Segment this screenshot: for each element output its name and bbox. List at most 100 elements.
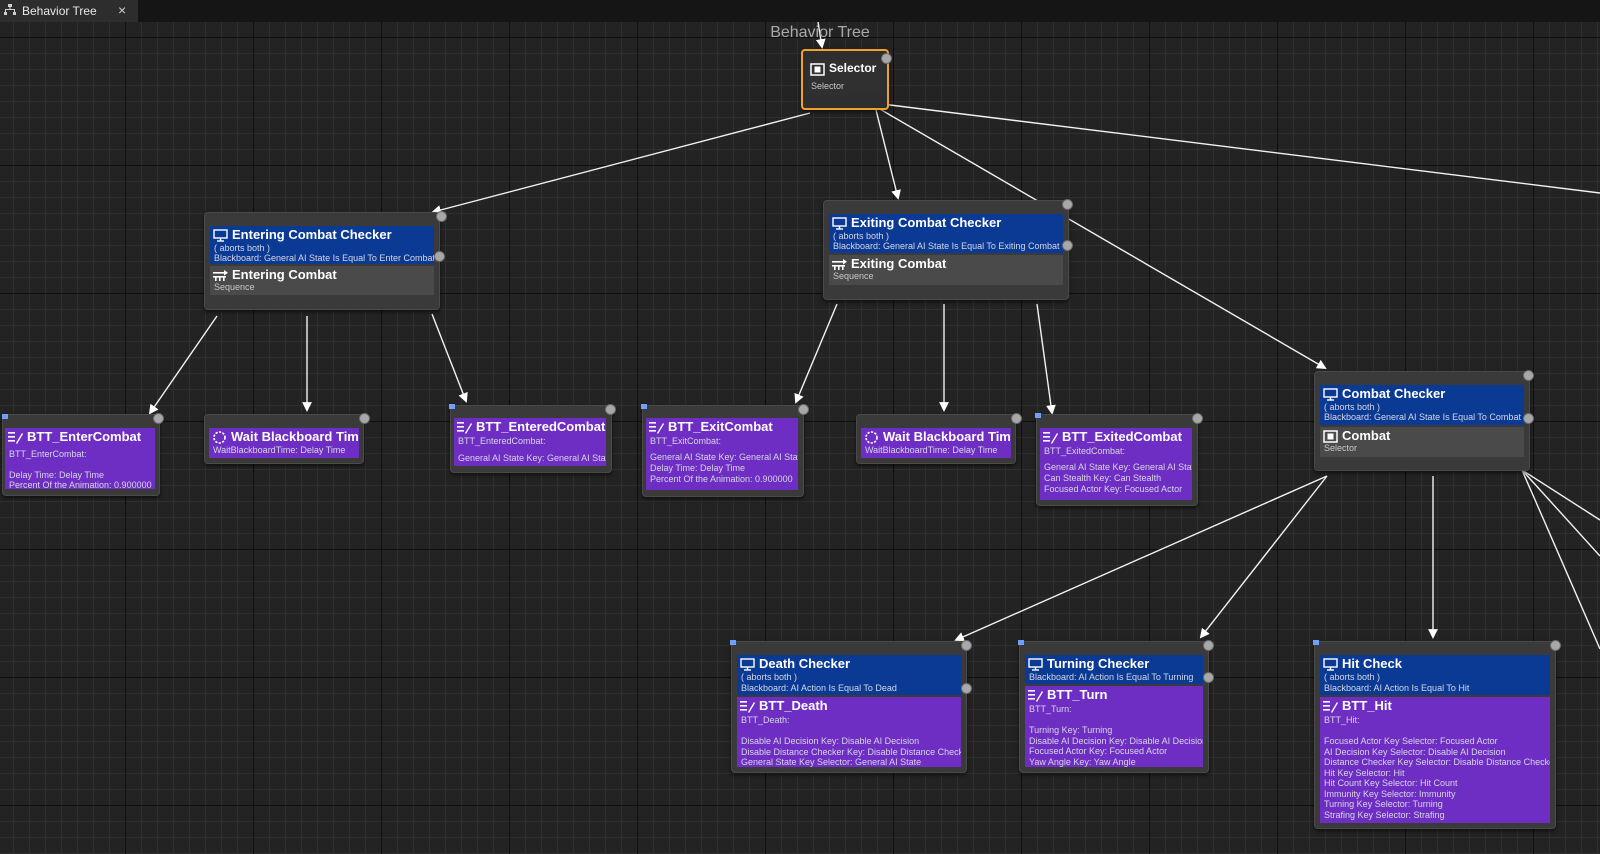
btt-exitedcombat-task[interactable]: BTT_ExitedCombat BTT_ExitedCombat: Gener… <box>1040 428 1192 500</box>
task-line: Focused Actor Key Selector: Focused Acto… <box>1324 736 1498 746</box>
death-node[interactable]: Death Checker ( aborts both ) Blackboard… <box>730 640 972 773</box>
exiting-combat-node[interactable]: Exiting Combat Checker ( aborts both ) B… <box>823 199 1073 300</box>
task-line: BTT_Hit: <box>1324 715 1360 725</box>
node-marker <box>2 414 8 419</box>
wait-icon <box>865 431 878 444</box>
task-line: Hit Key Selector: Hit <box>1324 768 1405 778</box>
output-pin[interactable] <box>881 53 892 64</box>
output-pin[interactable] <box>605 404 616 415</box>
node-title: Selector <box>829 61 877 75</box>
blackboard-decorator-icon <box>1028 658 1043 671</box>
task-line: Delay Time: Delay Time <box>9 470 105 480</box>
btt-exitcombat-task[interactable]: BTT_ExitCombat BTT_ExitCombat: General A… <box>646 418 798 490</box>
task-title: BTT_Turn <box>1047 687 1108 702</box>
decorator-pin[interactable] <box>1523 413 1534 424</box>
composite-subtitle: Sequence <box>833 271 874 281</box>
task-line: General State Key Selector: General AI S… <box>741 757 922 767</box>
decorator-pin[interactable] <box>1203 672 1214 683</box>
decorator-aborts: ( aborts both ) <box>1324 672 1381 682</box>
tab-bar: Behavior Tree × <box>0 0 1600 23</box>
composite-title: Entering Combat <box>232 267 337 282</box>
output-pin[interactable] <box>1523 370 1534 381</box>
task-line: Focused Actor Key: Focused Actor <box>1044 484 1183 494</box>
task-title: BTT_Death <box>759 698 828 713</box>
btt-turn-task[interactable]: BTT_Turn BTT_Turn: Turning Key: Turning … <box>1025 686 1203 767</box>
combat-checker-decorator[interactable]: Combat Checker ( aborts both ) Blackboar… <box>1320 385 1524 425</box>
output-pin[interactable] <box>359 413 370 424</box>
btt-exitedcombat-node[interactable]: BTT_ExitedCombat BTT_ExitedCombat: Gener… <box>1035 413 1203 506</box>
decorator-aborts: ( aborts both ) <box>833 231 890 241</box>
decorator-title: Hit Check <box>1342 656 1402 671</box>
task-title: BTT_EnteredCombat <box>476 419 606 434</box>
turning-checker-decorator[interactable]: Turning Checker Blackboard: AI Action Is… <box>1025 655 1203 684</box>
composite-subtitle: Selector <box>1324 443 1358 453</box>
btt-enteredcombat-node[interactable]: BTT_EnteredCombat BTT_EnteredCombat: Gen… <box>449 404 616 473</box>
task-line: General AI State Key: General AI State <box>458 453 606 463</box>
entering-combat-checker-decorator[interactable]: Entering Combat Checker ( aborts both ) … <box>210 226 434 264</box>
decorator-blackboard: Blackboard: General AI State Is Equal To… <box>214 253 434 263</box>
behavior-tree-icon <box>4 4 16 15</box>
output-pin[interactable] <box>436 211 447 222</box>
node-marker <box>730 640 736 645</box>
output-pin[interactable] <box>798 404 809 415</box>
wait-blackboard-time-node-2[interactable]: Wait Blackboard Time WaitBlackboardTime:… <box>856 413 1022 464</box>
output-pin[interactable] <box>1192 413 1203 424</box>
decorator-title: Combat Checker <box>1342 386 1446 401</box>
btt-entercombat-node[interactable]: BTT_EnterCombat BTT_EnterCombat: Delay T… <box>2 413 164 496</box>
decorator-pin[interactable] <box>1062 240 1073 251</box>
exiting-combat-checker-decorator[interactable]: Exiting Combat Checker ( aborts both ) B… <box>829 214 1063 253</box>
decorator-title: Exiting Combat Checker <box>851 215 1002 230</box>
btt-death-task[interactable]: BTT_Death BTT_Death: Disable AI Decision… <box>737 697 961 767</box>
decorator-aborts: ( aborts both ) <box>1324 402 1381 412</box>
graph-title: Behavior Tree <box>770 24 870 41</box>
btt-entercombat-task[interactable]: BTT_EnterCombat BTT_EnterCombat: Delay T… <box>5 428 155 489</box>
task-line: WaitBlackboardTime: Delay Time <box>213 445 346 455</box>
root-selector-node[interactable]: Selector Selector <box>801 49 892 110</box>
task-line: Strafing Key Selector: Strafing <box>1324 810 1445 820</box>
blackboard-decorator-icon <box>832 217 847 230</box>
task-line: BTT_EnteredCombat: <box>458 436 546 446</box>
decorator-blackboard: Blackboard: General AI State Is Equal To… <box>1324 412 1521 422</box>
combat-selector[interactable]: Combat Selector <box>1320 427 1524 457</box>
task-title: Wait Blackboard Time <box>231 429 359 444</box>
output-pin[interactable] <box>1203 640 1214 651</box>
wait-blackboard-time-task[interactable]: Wait Blackboard Time WaitBlackboardTime:… <box>861 428 1011 458</box>
btt-hit-task[interactable]: BTT_Hit BTT_Hit: Focused Actor Key Selec… <box>1320 697 1550 823</box>
decorator-blackboard: Blackboard: AI Action Is Equal To Turnin… <box>1029 672 1194 682</box>
btt-exitcombat-node[interactable]: BTT_ExitCombat BTT_ExitCombat: General A… <box>641 404 809 497</box>
entering-combat-node[interactable]: Entering Combat Checker ( aborts both ) … <box>204 211 447 310</box>
wait-blackboard-time-task[interactable]: Wait Blackboard Time WaitBlackboardTime:… <box>209 428 359 458</box>
output-pin[interactable] <box>1011 413 1022 424</box>
combat-node[interactable]: Combat Checker ( aborts both ) Blackboar… <box>1314 370 1534 471</box>
decorator-pin[interactable] <box>434 251 445 262</box>
task-title: BTT_ExitedCombat <box>1062 429 1182 444</box>
task-icon <box>1028 690 1043 702</box>
composite-subtitle: Sequence <box>214 282 255 292</box>
task-icon <box>1323 701 1338 713</box>
hit-check-decorator[interactable]: Hit Check ( aborts both ) Blackboard: AI… <box>1320 655 1550 695</box>
output-pin[interactable] <box>961 640 972 651</box>
hit-node[interactable]: Hit Check ( aborts both ) Blackboard: AI… <box>1313 640 1561 829</box>
wait-blackboard-time-node-1[interactable]: Wait Blackboard Time WaitBlackboardTime:… <box>204 413 370 464</box>
sequence-icon <box>213 270 228 281</box>
task-title: BTT_Hit <box>1342 698 1392 713</box>
btt-enteredcombat-task[interactable]: BTT_EnteredCombat BTT_EnteredCombat: Gen… <box>454 418 606 466</box>
decorator-pin[interactable] <box>961 683 972 694</box>
task-icon <box>457 422 472 434</box>
close-icon[interactable]: × <box>118 2 127 18</box>
output-pin[interactable] <box>1062 199 1073 210</box>
turning-node[interactable]: Turning Checker Blackboard: AI Action Is… <box>1018 640 1214 773</box>
task-title: BTT_ExitCombat <box>668 419 773 434</box>
exiting-combat-sequence[interactable]: Exiting Combat Sequence <box>829 255 1063 285</box>
blackboard-decorator-icon <box>1323 388 1338 401</box>
task-line: Disable AI Decision Key: Disable AI Deci… <box>1029 736 1203 746</box>
task-line: BTT_ExitCombat: <box>650 436 722 446</box>
task-icon <box>1043 432 1058 444</box>
task-line: Distance Checker Key Selector: Disable D… <box>1324 757 1550 767</box>
output-pin[interactable] <box>1550 640 1561 651</box>
output-pin[interactable] <box>153 413 164 424</box>
task-line: BTT_Turn: <box>1029 704 1072 714</box>
entering-combat-sequence[interactable]: Entering Combat Sequence <box>210 266 434 295</box>
tab-behavior-tree[interactable]: Behavior Tree × <box>0 0 138 22</box>
death-checker-decorator[interactable]: Death Checker ( aborts both ) Blackboard… <box>737 655 961 695</box>
